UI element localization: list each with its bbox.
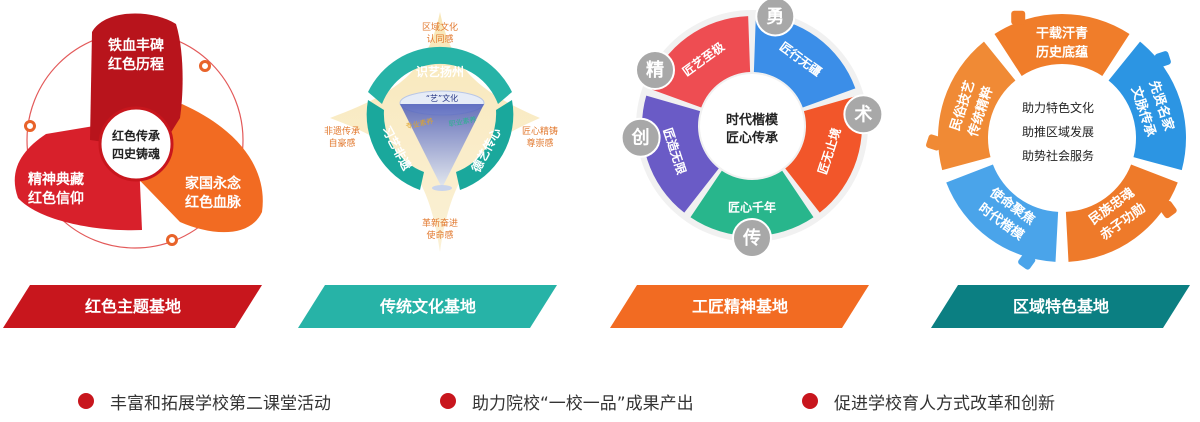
panel-craftsman-spirit: 时代楷模 匠心传承 匠艺至极匠行无疆匠无止境匠心千年匠造无限 精勇术传创 工匠精…	[610, 0, 884, 328]
gear-segment-5	[938, 41, 1016, 171]
gear-segment-2	[1108, 41, 1186, 171]
wheel-segment-5	[642, 95, 719, 213]
top-petal-line2: 红色历程	[108, 56, 164, 73]
cone-body	[400, 104, 484, 188]
panel-regional-feature: 助力特色文化 助推区域发展 助势社会服务 干载汗青历史底蕴先贤名家文脉传承赤子功…	[926, 10, 1190, 328]
badge-circle-1	[635, 50, 676, 90]
bullet-item-1: 丰富和拓展学校第二课堂活动	[78, 388, 331, 414]
wheel-hub	[700, 74, 804, 178]
wheel-segment-3	[785, 95, 862, 213]
label-top-2: 认同感	[426, 33, 453, 45]
badge-circle-5	[620, 117, 661, 158]
banner-title: 工匠精神基地	[692, 297, 788, 316]
gear-segment-4	[946, 164, 1059, 262]
wheel-segment-4	[690, 170, 814, 236]
gear-segment-3	[1065, 164, 1178, 262]
cone-center-label: “艺”文化	[426, 93, 458, 103]
arc-left	[366, 100, 424, 190]
right-petal-line1: 家国永念	[185, 175, 242, 192]
gear-label-1-line1: 干载汗青	[1036, 26, 1088, 42]
orbit-dot-left	[24, 120, 36, 132]
label-left-1: 非遗传承	[324, 125, 360, 137]
bullet-dot-icon	[440, 393, 456, 409]
badge-circle-2	[755, 0, 796, 37]
label-right-1: 匠心精铸	[522, 125, 558, 137]
wheel-segments	[642, 16, 862, 236]
badge-circle-4	[732, 218, 772, 258]
badge-char-3: 术	[854, 103, 872, 125]
orbit-dot-top	[199, 60, 211, 72]
bullet-text-1: 丰富和拓展学校第二课堂活动	[110, 393, 331, 414]
arc-top-label: 识艺扬州	[416, 64, 464, 79]
label-bottom-2: 使命感	[426, 229, 453, 241]
diagram-canvas: 红色传承 四史铸魂 铁血丰碑 红色历程 精神典藏 红色信仰 家国永念 红色血脉 …	[3, 0, 1190, 328]
bullet-dot-icon	[78, 393, 94, 409]
gear-label-1-line2: 历史底蕴	[1036, 45, 1088, 61]
gear-tooth-1	[1011, 10, 1026, 25]
arc-right	[456, 100, 514, 190]
left-petal-line2: 红色信仰	[28, 190, 84, 207]
segment-label-4: 匠心千年	[728, 200, 776, 215]
badge-char-4: 传	[742, 227, 761, 249]
gear-center	[990, 66, 1134, 210]
panel-red-theme: 红色传承 四史铸魂 铁血丰碑 红色历程 精神典藏 红色信仰 家国永念 红色血脉 …	[3, 13, 263, 328]
gear-tooth-2	[1154, 51, 1171, 68]
banner-title: 红色主题基地	[85, 297, 181, 316]
badge-char-1: 精	[646, 59, 664, 81]
center-line1: 助力特色文化	[1022, 100, 1094, 115]
right-petal-line2: 红色血脉	[185, 194, 242, 211]
banner-red	[3, 285, 262, 328]
gear-tooth-3	[1159, 200, 1177, 219]
wheel-segment-2	[753, 16, 856, 108]
center-text-line2: 四史铸魂	[112, 146, 160, 161]
center-line3: 助势社会服务	[1022, 148, 1094, 163]
center-text-line1: 红色传承	[112, 128, 160, 143]
bullet-item-3: 促进学校育人方式改革和创新	[802, 388, 1055, 414]
badge-char-2: 勇	[766, 6, 784, 27]
badge-char-5: 创	[631, 127, 650, 149]
banner-teal	[298, 285, 557, 328]
gear-segment-1	[994, 13, 1130, 76]
hub-text-line2: 匠心传承	[726, 130, 778, 146]
orbit-dot-bottom	[166, 234, 178, 246]
gear-tooth-5	[926, 134, 943, 151]
cone-base	[432, 185, 452, 191]
bullet-dot-icon	[802, 393, 818, 409]
banner-title: 传统文化基地	[379, 297, 476, 316]
arc-top	[368, 46, 512, 104]
center-line2: 助推区域发展	[1022, 124, 1094, 139]
wheel-segment-1	[648, 16, 751, 108]
label-right-2: 尊崇感	[526, 137, 553, 149]
bullet-item-2: 助力院校“一校一品”成果产出	[440, 388, 694, 414]
bullet-row: 丰富和拓展学校第二课堂活动 助力院校“一校一品”成果产出 促进学校育人方式改革和…	[0, 380, 1200, 422]
panel-traditional-culture: 区域文化 认同感 非遗传承 自豪感 匠心精铸 尊崇感 革新奋进 使命感 识艺扬州…	[298, 12, 558, 328]
label-top-1: 区域文化	[422, 21, 458, 33]
left-petal-line1: 精神典藏	[28, 171, 84, 188]
label-left-2: 自豪感	[328, 137, 355, 149]
gear-tooth-4	[1018, 252, 1036, 270]
badge-circle-3	[843, 94, 884, 135]
label-bottom-1: 革新奋进	[422, 217, 458, 229]
bullet-text-3: 促进学校育人方式改革和创新	[834, 393, 1055, 414]
gear-segments	[926, 10, 1186, 270]
hub-text-line1: 时代楷模	[726, 112, 779, 128]
banner-title: 区域特色基地	[1013, 297, 1109, 316]
banner-darkteal	[931, 285, 1190, 328]
segment-badges: 精 勇术传 创	[620, 0, 884, 258]
center-circle	[98, 106, 174, 182]
banner-orange	[610, 285, 869, 328]
top-petal-line1: 铁血丰碑	[108, 37, 164, 54]
bullet-text-2: 助力院校“一校一品”成果产出	[472, 393, 694, 414]
